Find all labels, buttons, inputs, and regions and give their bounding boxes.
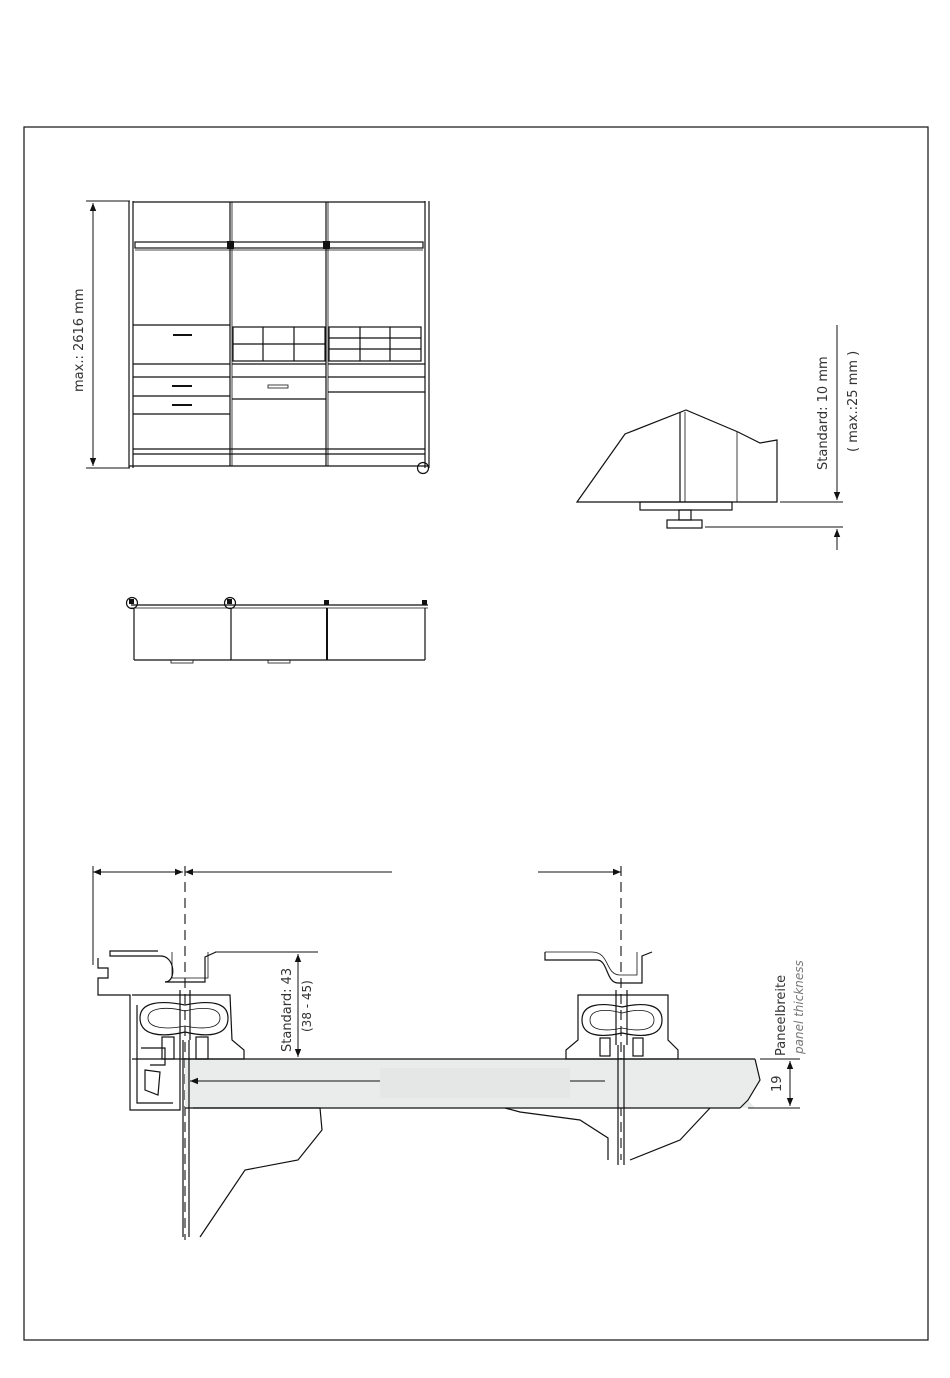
glide-detail-marker	[418, 463, 429, 474]
paneelbreite-label: Paneelbreite	[774, 975, 789, 1056]
drawing-frame	[24, 127, 928, 1340]
wardrobe-plan-view	[127, 598, 429, 664]
max-25mm-label: ( max.:25 mm )	[846, 351, 861, 452]
standard-10mm-label: Standard: 10 mm	[816, 356, 831, 470]
panel-thickness-label: panel thickness	[792, 960, 806, 1055]
glide-detail	[577, 325, 843, 550]
wardrobe-front-elevation	[86, 201, 429, 474]
standard-43-label: Standard: 43	[280, 968, 295, 1052]
range-38-45-label: (38 - 45)	[300, 980, 314, 1032]
max-height-label: max.: 2616 mm	[72, 288, 87, 392]
thickness-19-label: 19	[770, 1075, 785, 1092]
panel-section-detail	[93, 866, 800, 1240]
